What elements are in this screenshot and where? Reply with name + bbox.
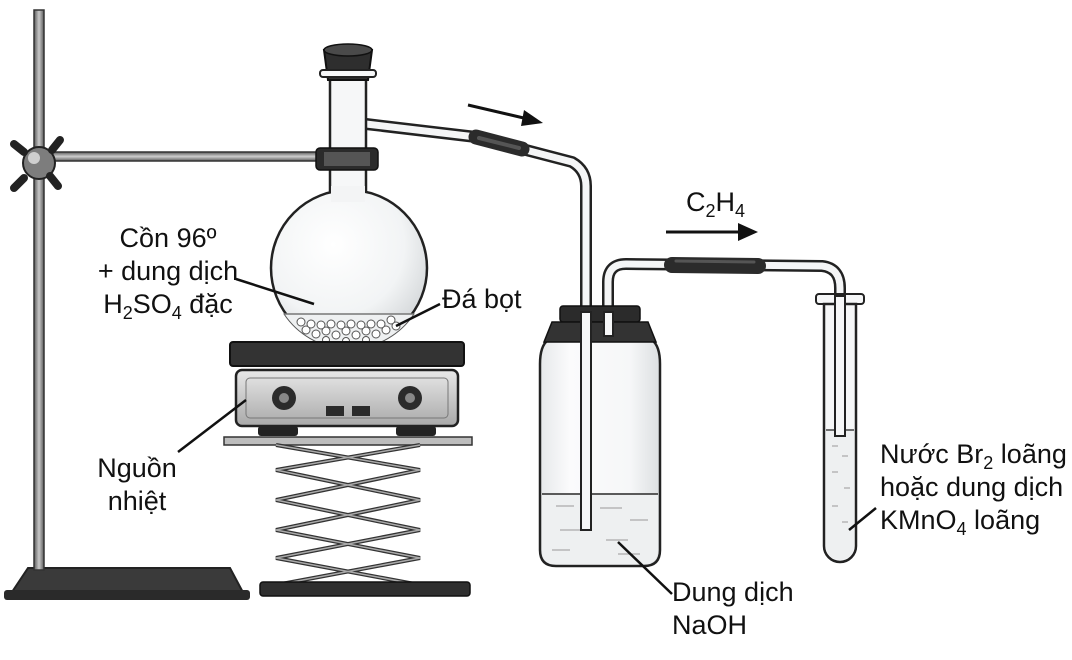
gas-formula-label: C2H4 xyxy=(686,187,746,221)
gas-flow-arrow-icon xyxy=(666,223,758,241)
test-tube-reagent-label: Nước Br2 loãng hoặc dung dịch KMnO4 loãn… xyxy=(880,438,1067,539)
heat-source-label: Nguồn nhiệt xyxy=(82,452,192,518)
heat-source-line2: nhiệt xyxy=(107,486,167,516)
wash-bottle xyxy=(538,305,662,568)
naoh-solution-label: Dung dịch NaOH xyxy=(672,576,794,642)
boiling-chips-label: Đá bọt xyxy=(442,284,522,314)
reagent-line3: KMnO4 loãng xyxy=(880,505,1041,539)
flask-contents-line2: + dung dịch xyxy=(97,256,239,286)
hot-plate xyxy=(229,341,465,436)
delivery-tube xyxy=(360,118,592,318)
leader-lines xyxy=(177,277,877,595)
lab-jack xyxy=(223,436,473,597)
reagent-line2: hoặc dung dịch xyxy=(880,472,1064,502)
reagent-line1: Nước Br2 loãng xyxy=(880,439,1067,473)
flask-contents-line3: H2SO4 đặc xyxy=(103,289,233,323)
flow-arrow-right-icon xyxy=(467,103,543,126)
naoh-solution-line1: Dung dịch xyxy=(672,577,794,607)
naoh-solution-line2: NaOH xyxy=(672,610,748,640)
retort-stand xyxy=(4,9,331,600)
gas-outlet-tube xyxy=(602,257,846,438)
flask-contents-label: Cồn 96º + dung dịch H2SO4 đặc xyxy=(70,222,266,323)
round-bottom-flask xyxy=(269,43,429,350)
boiling-chips xyxy=(296,315,401,345)
flask-contents-line1: Cồn 96º xyxy=(119,223,217,253)
test-tube xyxy=(815,293,865,564)
heat-source-line1: Nguồn xyxy=(97,453,177,483)
